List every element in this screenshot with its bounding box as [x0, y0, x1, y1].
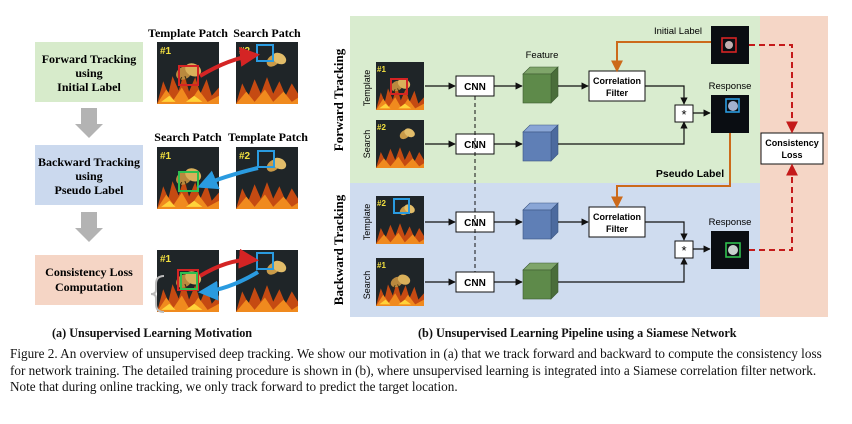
response-label-forward: Response: [709, 81, 752, 92]
row3-green-box: [180, 272, 198, 290]
bwd-search-label: Search: [362, 271, 372, 300]
backward-tracking-label: Backward Tracking: [331, 194, 346, 305]
consistency-loss-box: Consistency Loss: [760, 132, 824, 165]
down-arrow-2: [75, 212, 103, 242]
loss-region: [760, 16, 828, 317]
forward-tracking-label: Forward Tracking: [331, 48, 346, 151]
row3-brace: [150, 275, 165, 313]
row2-blue-box: [257, 150, 275, 168]
multiply-backward-symbol: *: [681, 243, 686, 258]
step-backward-line3: Pseudo Label: [54, 183, 124, 197]
arrow-feature4-multiply: [558, 257, 688, 283]
bwd-search-id: #1: [377, 261, 386, 270]
initial-label-text: Initial Label: [654, 26, 702, 37]
corr-filter-backward: Correlation Filter: [588, 206, 646, 238]
bwd-template-label: Template: [362, 204, 372, 241]
corr-backward-line1: Correlation: [593, 212, 641, 222]
initial-label-peak: [725, 41, 733, 49]
fwd-search-label: Search: [362, 130, 372, 159]
row2-blue-arrow: [197, 166, 259, 190]
multiply-node-forward: *: [674, 104, 694, 123]
fwd-template-red-box: [390, 78, 408, 95]
dashed-response-to-loss: [749, 163, 798, 251]
step-loss-box: [35, 255, 143, 305]
response-peak-forward: [728, 101, 738, 111]
row1-template-id: #1: [160, 46, 172, 57]
down-arrow-1: [75, 108, 103, 138]
panel-a-caption: (a) Unsupervised Learning Motivation: [52, 326, 253, 340]
row1-template-label: Template Patch: [148, 26, 228, 40]
corr-backward-line2: Filter: [606, 224, 629, 234]
row3-red-arrow: [198, 248, 259, 278]
corr-filter-forward: Correlation Filter: [588, 70, 646, 102]
row3-search-id: #1: [160, 254, 172, 265]
pseudo-label-text: Pseudo Label: [656, 168, 724, 180]
arrow-feature2-multiply: [558, 121, 688, 145]
feature-cube-1: [522, 66, 559, 104]
cnn-box-2: CNN: [455, 133, 495, 155]
fwd-search-id: #2: [377, 123, 386, 132]
row2-template-label: Template Patch: [228, 130, 308, 144]
row1-search-label: Search Patch: [233, 26, 301, 40]
cnn-box-4: CNN: [455, 271, 495, 293]
row1-red-arrow: [198, 46, 260, 78]
dashed-initial-to-loss: [749, 44, 798, 134]
step-backward-line1: Backward Tracking: [38, 155, 140, 169]
bwd-template-id: #2: [377, 199, 386, 208]
corr-forward-line2: Filter: [606, 88, 629, 98]
cnn-label-4: CNN: [464, 278, 486, 289]
step-forward-line1: Forward Tracking: [42, 52, 137, 66]
arrow-initial-label-cf: [611, 41, 711, 73]
multiply-forward-symbol: *: [681, 107, 686, 122]
response-map-forward: [711, 95, 749, 133]
arrow-cf-forward-multiply: [645, 85, 688, 105]
fwd-template-id: #1: [377, 65, 386, 74]
response-label-backward: Response: [709, 217, 752, 228]
response-forward-box: [725, 98, 740, 113]
step-backward-line2: using: [75, 169, 102, 183]
step-backward-box: [35, 145, 143, 205]
feature-cube-3: [522, 202, 559, 240]
row1-red-box: [178, 65, 199, 86]
row3-blue-arrow: [198, 270, 260, 301]
panel-b-caption: (b) Unsupervised Learning Pipeline using…: [418, 326, 737, 340]
step-loss-line2: Computation: [55, 280, 123, 294]
feature-cube-2: [522, 124, 559, 162]
consistency-loss-line2: Loss: [781, 150, 802, 160]
multiply-node-backward: *: [674, 240, 694, 259]
row2-search-label: Search Patch: [154, 130, 222, 144]
figure-caption: Figure 2. An overview of unsupervised de…: [10, 346, 822, 394]
panel-b: Forward Tracking Backward Tracking Templ…: [331, 16, 828, 317]
step-forward-box: [35, 42, 143, 102]
step-forward-line3: Initial Label: [57, 80, 121, 94]
panel-a: Forward Tracking using Initial Label Bac…: [35, 26, 308, 313]
feature-cube-4: [522, 262, 559, 300]
response-backward-box: [725, 242, 741, 258]
step-loss-line1: Consistency Loss: [45, 265, 133, 279]
feature-label: Feature: [526, 50, 559, 61]
figure-diagram: Forward Tracking using Initial Label Bac…: [35, 16, 828, 317]
row2-template-id: #2: [239, 151, 251, 162]
consistency-loss-line1: Consistency: [765, 138, 819, 148]
arrow-cf-backward-multiply: [645, 221, 688, 241]
step-forward-line2: using: [75, 66, 102, 80]
initial-label-box: [721, 37, 737, 53]
arrow-pseudo-label-cf: [611, 133, 731, 209]
cnn-box-1: CNN: [455, 75, 495, 97]
response-peak-backward: [728, 245, 738, 255]
bwd-template-blue-box: [393, 198, 410, 214]
corr-forward-line1: Correlation: [593, 76, 641, 86]
cnn-label-1: CNN: [464, 82, 486, 93]
row2-search-id: #1: [160, 151, 172, 162]
fwd-template-label: Template: [362, 70, 372, 107]
